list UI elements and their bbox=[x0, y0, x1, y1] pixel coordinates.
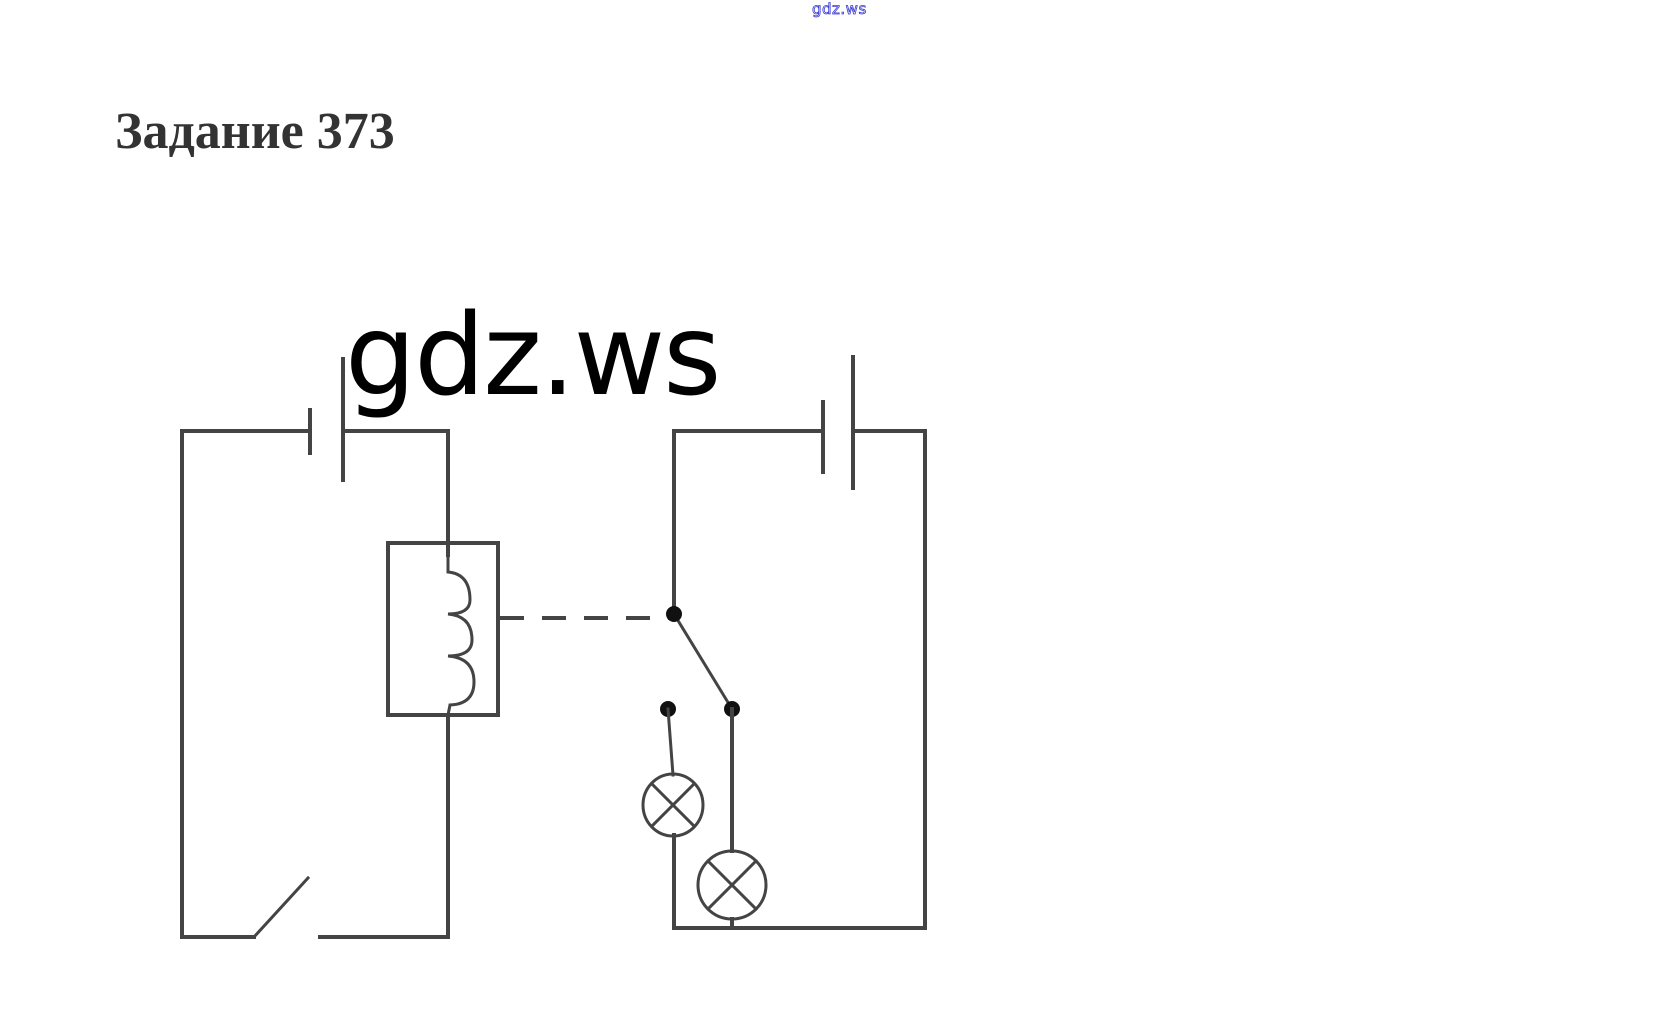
right-wire-left bbox=[672, 429, 825, 616]
lamp-2-icon bbox=[696, 849, 768, 921]
relay-contact-arm bbox=[671, 611, 735, 712]
contact-pivot-dot bbox=[666, 606, 682, 622]
control-circuit bbox=[180, 357, 672, 940]
watermark-overlay: gdz.ws bbox=[345, 291, 722, 421]
lamp1-wire-top bbox=[666, 707, 675, 777]
left-wire-top-right bbox=[341, 429, 450, 557]
page-title: Задание 373 bbox=[115, 103, 395, 160]
key-switch-blade bbox=[251, 875, 311, 940]
right-wire-right bbox=[672, 429, 927, 930]
lamp-circuit bbox=[641, 355, 927, 930]
left-wire-top-left bbox=[180, 429, 312, 939]
lamp-1-icon bbox=[641, 772, 705, 838]
relay-box bbox=[386, 541, 500, 717]
relay-coil bbox=[446, 553, 476, 717]
watermark-link[interactable]: gdz.ws bbox=[812, 0, 867, 18]
left-wire-bottom bbox=[318, 713, 450, 939]
